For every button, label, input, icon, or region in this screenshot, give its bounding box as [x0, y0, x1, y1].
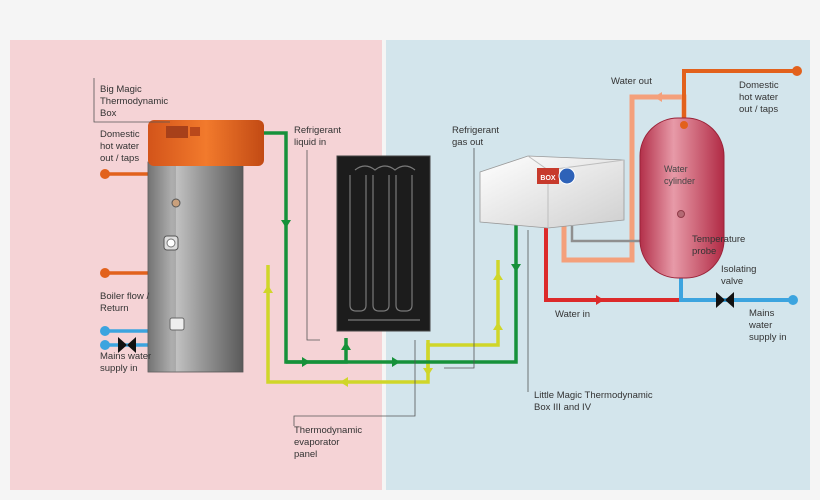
- right-isolating-valve: [716, 292, 734, 308]
- pipe-end-dots: [100, 66, 802, 350]
- right-blue-pipe: [679, 275, 793, 302]
- label-dhw-right: Domestic hot water out / taps: [739, 80, 781, 115]
- label-dhw-left: Domestic hot water out / taps: [100, 129, 142, 164]
- label-little-box: Little Magic Thermodynamic Box III and I…: [534, 390, 655, 413]
- right-orange-pipe: [682, 69, 797, 125]
- label-temperature-probe: Temperature probe: [692, 234, 748, 257]
- label-boiler: Boiler flow / Return: [100, 291, 152, 314]
- evaporator-panel: [336, 155, 431, 332]
- label-cylinder: Water cylinder: [664, 164, 695, 186]
- little-box-brand-text: BOX: [540, 175, 556, 182]
- labels: Big Magic Thermodynamic Box Domestic hot…: [100, 76, 787, 460]
- label-water-out: Water out: [611, 76, 652, 87]
- label-refrigerant-liquid: Refrigerant liquid in: [294, 125, 344, 148]
- label-water-in: Water in: [555, 309, 590, 320]
- little-box-logo: [537, 168, 559, 184]
- big-box-display: [166, 126, 188, 138]
- label-isolating-valve: Isolating valve: [721, 264, 759, 287]
- label-big-box: Big Magic Thermodynamic Box: [100, 84, 171, 119]
- outdoor-panel: [386, 40, 810, 490]
- label-mains-left: Mains water supply in: [100, 351, 154, 374]
- label-refrigerant-gas: Refrigerant gas out: [452, 125, 502, 148]
- left-isolating-valve: [118, 337, 136, 353]
- little-magic-box: BOX: [479, 155, 625, 229]
- big-box-orange-top: [148, 120, 264, 166]
- label-evaporator: Thermodynamic evaporator panel: [294, 425, 365, 460]
- evaporator-coil: [348, 165, 420, 321]
- flow-arrows: [263, 92, 662, 387]
- big-magic-box: [147, 120, 264, 373]
- little-box-badge: [558, 167, 576, 185]
- water-cylinder: [639, 117, 725, 279]
- leader-lines: [93, 78, 529, 426]
- label-mains-right: Mains water supply in: [748, 308, 787, 343]
